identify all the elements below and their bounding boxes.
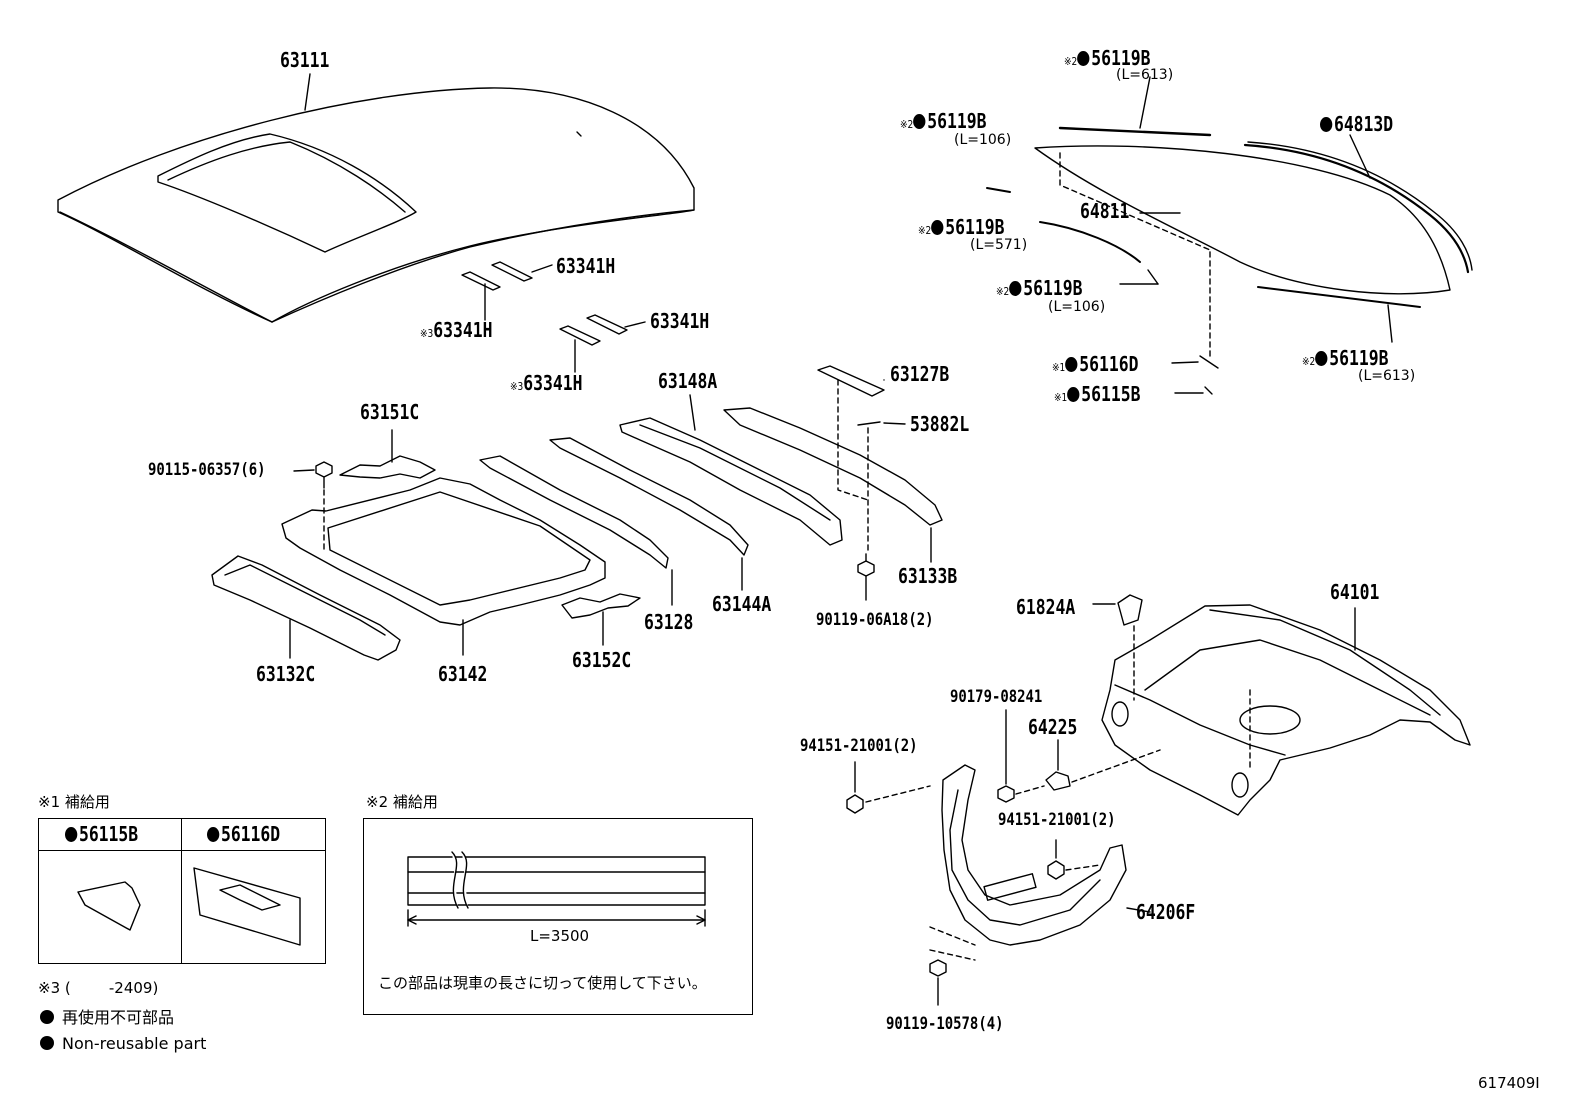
glass-64811-drawing (986, 76, 1473, 395)
member-63128-drawing (479, 455, 673, 606)
note2-instruction: この部品は現車の長さに切って使用して下さい。 (378, 974, 707, 992)
diagram-id: 617409I (1478, 1074, 1540, 1092)
note1-drawings (77, 867, 301, 946)
label-63111: 63111 (280, 48, 330, 72)
roof-panel-drawing (57, 73, 695, 323)
non-reusable-dot-icon (913, 114, 926, 129)
label-53882l: 53882L (910, 412, 970, 436)
non-reusable-dot-icon (1065, 357, 1078, 372)
label-64225: 64225 (1028, 715, 1078, 739)
frame-63142-drawing (281, 477, 606, 656)
non-reusable-dot-icon (1067, 387, 1080, 402)
non-reusable-dot-icon (1320, 117, 1333, 132)
note1-divider (181, 818, 182, 964)
length-56119b-l2: (L=571) (970, 237, 1028, 253)
bracket-64206f-drawing (929, 764, 1151, 961)
nut-90179-drawing (997, 709, 1161, 803)
length-56119b-r: (L=613) (1358, 368, 1416, 384)
note1-col2-label: 56116D (207, 824, 280, 844)
label-61824a: 61824A (1016, 595, 1076, 619)
member-63133b-drawing (723, 407, 943, 563)
note2-box (363, 818, 753, 1015)
mark-3: ※3 (420, 327, 434, 340)
label-63151c: 63151C (360, 400, 420, 424)
label-63128: 63128 (644, 610, 694, 634)
label-63341h-a: 63341H (556, 254, 616, 278)
non-reusable-dot-icon (40, 1036, 54, 1050)
member-63144a-drawing (549, 437, 749, 591)
pad-63127b-drawing (817, 365, 906, 553)
member-63148a-drawing (619, 394, 843, 546)
non-reusable-dot-icon (1009, 281, 1022, 296)
label-90115: 90115-06357(6) (148, 460, 266, 480)
non-reusable-dot-icon (931, 220, 944, 235)
bolt-90115-drawing (293, 461, 333, 553)
note2-title: ※2 補給用 (366, 793, 438, 811)
label-63341h-c: 63341H (650, 309, 710, 333)
note1-col1-label: 56115B (65, 824, 138, 844)
non-reusable-dot-icon (207, 827, 220, 842)
label-63152c: 63152C (572, 648, 632, 672)
note2-drawings (407, 851, 706, 927)
mark-3: ※3 (510, 380, 524, 393)
label-94151-a: 94151-21001(2) (800, 736, 918, 756)
non-reusable-dot-icon (1077, 51, 1090, 66)
length-56119b-l1: (L=106) (954, 132, 1012, 148)
bolt-90119-06a18-drawing (857, 553, 875, 601)
label-64813d: 64813D (1320, 114, 1393, 134)
legend-jp: 再使用不可部品 (40, 1010, 174, 1026)
member-63132c-drawing (211, 555, 401, 661)
label-90179: 90179-08241 (950, 687, 1043, 707)
non-reusable-dot-icon (65, 827, 78, 842)
label-90119-06a18: 90119-06A18(2) (816, 610, 934, 630)
label-63341h-d: ※363341H (510, 371, 583, 395)
bolt-90119-10578-drawing (929, 959, 947, 1006)
note1-title: ※1 補給用 (38, 793, 110, 811)
label-64811: 64811 (1080, 199, 1130, 223)
label-63148a: 63148A (658, 369, 718, 393)
note2-length: L=3500 (530, 927, 590, 945)
pad-63341h-drawings (461, 261, 646, 373)
label-63127b: 63127B (890, 362, 950, 386)
bracket-63151c-drawing (339, 429, 436, 479)
length-56119b-l3: (L=106) (1048, 299, 1106, 315)
non-reusable-dot-icon (40, 1010, 54, 1024)
label-63341h-b: ※363341H (420, 318, 493, 342)
label-64206f: 64206F (1136, 900, 1196, 924)
label-63132c: 63132C (256, 662, 316, 686)
bracket-63152c-drawing (561, 593, 641, 646)
back-panel-64101-drawing (1101, 604, 1471, 816)
label-64101: 64101 (1330, 580, 1380, 604)
note1-header-row (38, 818, 326, 851)
note3: ※3 ( -2409) (38, 979, 159, 997)
label-94151-b: 94151-21001(2) (998, 810, 1116, 830)
bolt-94151-drawings (846, 761, 1101, 880)
legend-en: Non-reusable part (40, 1036, 206, 1052)
part-61824a-drawing (1092, 594, 1143, 701)
label-63142: 63142 (438, 662, 488, 686)
length-56119b-top: (L=613) (1116, 67, 1174, 83)
label-63144a: 63144A (712, 592, 772, 616)
label-90119-10578: 90119-10578(4) (886, 1014, 1004, 1034)
non-reusable-dot-icon (1315, 351, 1328, 366)
label-63133b: 63133B (898, 564, 958, 588)
